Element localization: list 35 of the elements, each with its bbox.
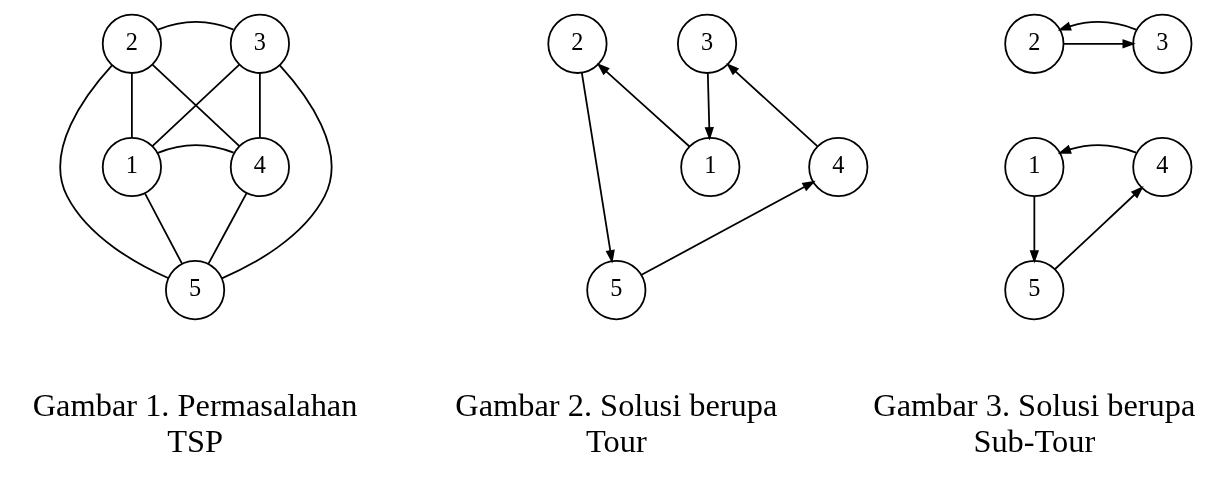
connector (143, 192, 183, 265)
node-circle: 5 (585, 260, 646, 321)
node-circle: 2 (101, 13, 162, 74)
label: Gambar 3. Solusi berupa Sub-Tour (872, 387, 1195, 460)
node-circle: 1 (1003, 136, 1064, 197)
arrow (580, 72, 615, 264)
node-circle: 3 (1131, 13, 1192, 74)
connector (156, 21, 234, 31)
node-circle: 4 (229, 136, 290, 197)
node-circle: 1 (679, 136, 740, 197)
arrow (1057, 144, 1137, 154)
connector (151, 63, 240, 147)
connector (206, 192, 247, 265)
connector (59, 64, 169, 279)
connector (258, 72, 261, 139)
node-circle: 3 (229, 13, 290, 74)
arrow (596, 62, 690, 148)
arrow (725, 62, 818, 147)
node-circle: 5 (164, 260, 225, 321)
arrow (1053, 186, 1144, 271)
arrow (1057, 21, 1137, 31)
node-circle: 2 (546, 13, 607, 74)
arrow (1029, 195, 1039, 264)
node-circle: 5 (1003, 260, 1064, 321)
arrow (1062, 39, 1136, 49)
node-circle: 1 (101, 136, 162, 197)
label: Gambar 2. Solusi berupa Tour (454, 387, 777, 460)
connector (156, 144, 234, 154)
arrow (704, 72, 714, 141)
node-circle: 2 (1003, 13, 1064, 74)
connector (220, 64, 332, 280)
label: Gambar 1. Permasalahan TSP (32, 387, 357, 460)
arrow (640, 180, 816, 276)
node-circle: 4 (807, 136, 868, 197)
connector (130, 72, 133, 139)
